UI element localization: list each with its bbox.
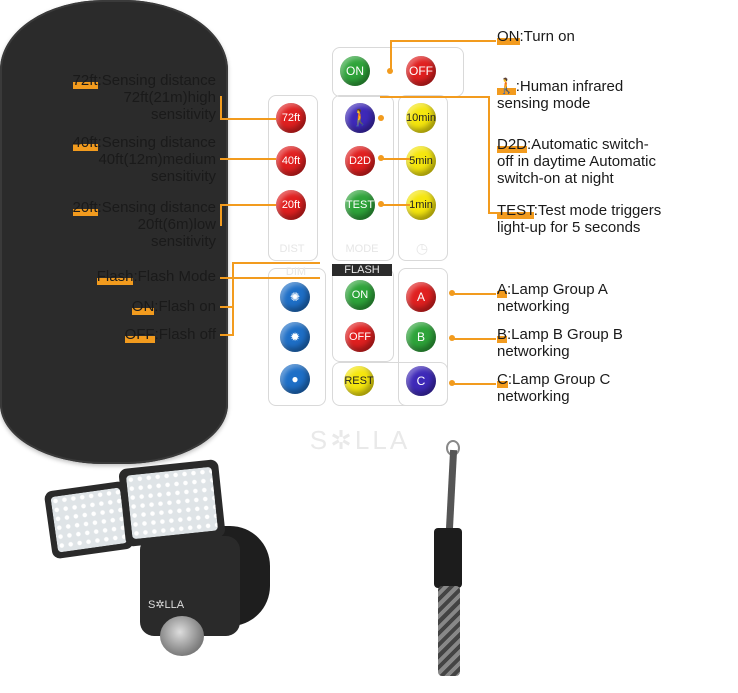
lanyard-cord [445,449,458,531]
leader-human-h [380,96,490,98]
flash-off-annotation: OFF:Flash off [124,326,216,343]
group-c-annotation: C:Lamp Group C networking [497,371,611,405]
human-sensing-button[interactable]: 🚶 [345,103,375,133]
20ft-annotation: 20ft:Sensing distance 20ft(6m)low sensit… [72,199,216,250]
lamp-brand: S✲LLA [148,599,185,611]
flash-label: FLASH [332,264,392,276]
lanyard-clip [434,528,462,588]
leader-flash-h [220,277,320,279]
72ft-annotation: 72ft:Sensing distance 72ft(21m)high sens… [72,72,216,123]
mode-label: MODE [345,243,379,255]
leader-flash-on-h [220,306,233,308]
motion-sensor [160,616,204,656]
human-annotation: 🚶:Human infrared sensing mode [497,78,624,112]
human-infrared-icon: 🚶 [497,78,516,95]
leader-c [452,383,496,385]
leader-test-out [488,212,497,214]
on-button[interactable]: ON [340,56,370,86]
off-button[interactable]: OFF [406,56,436,86]
leader-test-h [380,204,410,206]
clock-icon: ◷ [415,240,429,256]
40ft-annotation: 40ft:Sensing distance 40ft(12m)medium se… [72,134,216,185]
on-annotation: ON:Turn on [497,28,575,45]
leader-b [452,338,496,340]
group-a-button[interactable]: A [406,282,436,312]
leader-72ft [220,118,276,120]
leader-20ft [220,204,276,206]
floodlight-lamp: S✲LLA [40,456,280,686]
lamp-head-right [118,458,226,548]
leader-c-dot [449,380,455,386]
leader-on-dot [387,68,393,74]
human-infrared-icon: 🚶 [350,110,370,127]
group-c-button[interactable]: C [406,366,436,396]
rest-button[interactable]: REST [344,366,374,396]
group-a-annotation: A:Lamp Group A networking [497,281,608,315]
d2d-annotation: D2D:Automatic switch- off in daytime Aut… [497,136,656,187]
dist-panel [268,95,318,261]
leader-on-v [390,40,392,72]
leader-a [452,293,496,295]
leader-human-dot [378,115,384,121]
flash-annotation: Flash:Flash Mode [96,268,216,285]
leader-b-dot [449,335,455,341]
40ft-button[interactable]: 40ft [276,146,306,176]
timer-panel [398,95,448,261]
leader-flash-off-h [220,334,233,336]
test-annotation: TEST:Test mode triggers light-up for 5 s… [497,202,662,236]
remote-brand-logo: S✲LLA [309,425,411,455]
leader-20ft-v [220,204,222,226]
leader-40ft [220,158,276,160]
dim-label: DIM [285,266,307,278]
dist-label: DIST [279,243,305,255]
dim-low-button[interactable]: ● [280,364,310,394]
flash-on-button[interactable]: ON [345,280,375,310]
group-b-button[interactable]: B [406,322,436,352]
72ft-button[interactable]: 72ft [276,103,306,133]
10min-button[interactable]: 10min [406,103,436,133]
flash-on-annotation: ON:Flash on [131,298,216,315]
leader-flash-v [232,262,234,336]
dim-high-button[interactable]: ✺ [280,282,310,312]
d2d-button[interactable]: D2D [345,146,375,176]
sun-low-icon: ● [291,372,299,386]
remote-control [0,0,228,464]
dim-panel [268,268,326,406]
5min-button[interactable]: 5min [406,146,436,176]
rest-panel [332,362,448,406]
leader-72ft-v [220,96,222,118]
mode-panel [332,95,394,261]
20ft-button[interactable]: 20ft [276,190,306,220]
leader-mode-v [488,96,490,214]
leader-test-dot [378,201,384,207]
lamp-led-panel-right [125,466,219,540]
lanyard-strap [438,586,460,676]
flash-off-button[interactable]: OFF [345,322,375,352]
leader-a-dot [449,290,455,296]
test-button[interactable]: TEST [345,190,375,220]
leader-d2d-h [380,158,410,160]
leader-on-h [390,40,496,42]
1min-button[interactable]: 1min [406,190,436,220]
group-b-annotation: B:Lamp B Group B networking [497,326,623,360]
sun-bright-icon: ✺ [289,290,301,304]
dim-medium-button[interactable]: ✹ [280,322,310,352]
sun-medium-icon: ✹ [289,330,301,344]
leader-flash-top [232,262,320,264]
lamp-led-panel-left [50,487,128,553]
leader-d2d-dot [378,155,384,161]
